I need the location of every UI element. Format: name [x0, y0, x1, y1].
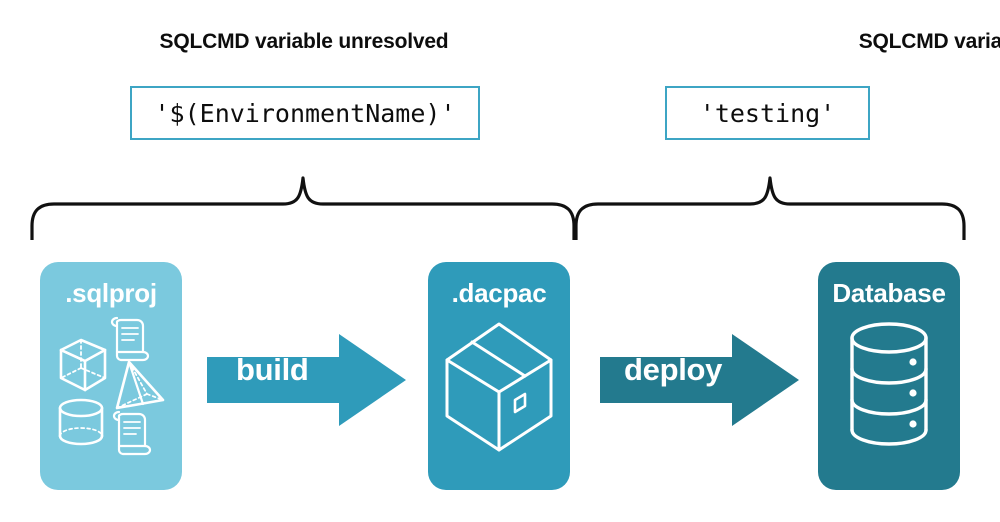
heading-sqlcmd-variable-unresolved: SQLCMD variable unresolved [159, 30, 449, 53]
heading-sqlcmd-variable-set: SQLCMD variable set [858, 30, 1000, 53]
database-cylinder-icon [850, 322, 928, 446]
brace-right-icon [574, 176, 966, 242]
code-box-environment-name: '$(EnvironmentName)' [130, 86, 480, 140]
card-database-label: Database [832, 278, 946, 308]
card-database[interactable]: Database [818, 262, 960, 490]
arrow-deploy-label: deploy [624, 352, 723, 387]
card-dacpac-artwork [428, 312, 570, 457]
script-scroll-icon [112, 410, 152, 456]
cube-icon [59, 338, 107, 392]
card-sqlproj[interactable]: .sqlproj [40, 262, 182, 490]
brace-left-icon [30, 176, 576, 242]
script-scroll-icon [110, 316, 150, 362]
card-sqlproj-artwork [40, 312, 182, 462]
card-dacpac-label: .dacpac [451, 278, 547, 308]
card-sqlproj-label: .sqlproj [65, 278, 157, 308]
arrow-build-label: build [236, 352, 309, 387]
package-box-icon [445, 322, 553, 452]
arrow-build [207, 330, 407, 435]
pyramid-icon [115, 360, 165, 410]
code-box-testing: 'testing' [665, 86, 870, 140]
card-dacpac[interactable]: .dacpac [428, 262, 570, 490]
brace-right [574, 148, 966, 245]
brace-left [30, 148, 576, 245]
cylinder-icon [58, 398, 104, 446]
arrow-deploy [600, 330, 800, 435]
card-database-artwork [818, 312, 960, 457]
arrow-right-icon [207, 334, 406, 426]
arrow-right-icon [600, 334, 799, 426]
